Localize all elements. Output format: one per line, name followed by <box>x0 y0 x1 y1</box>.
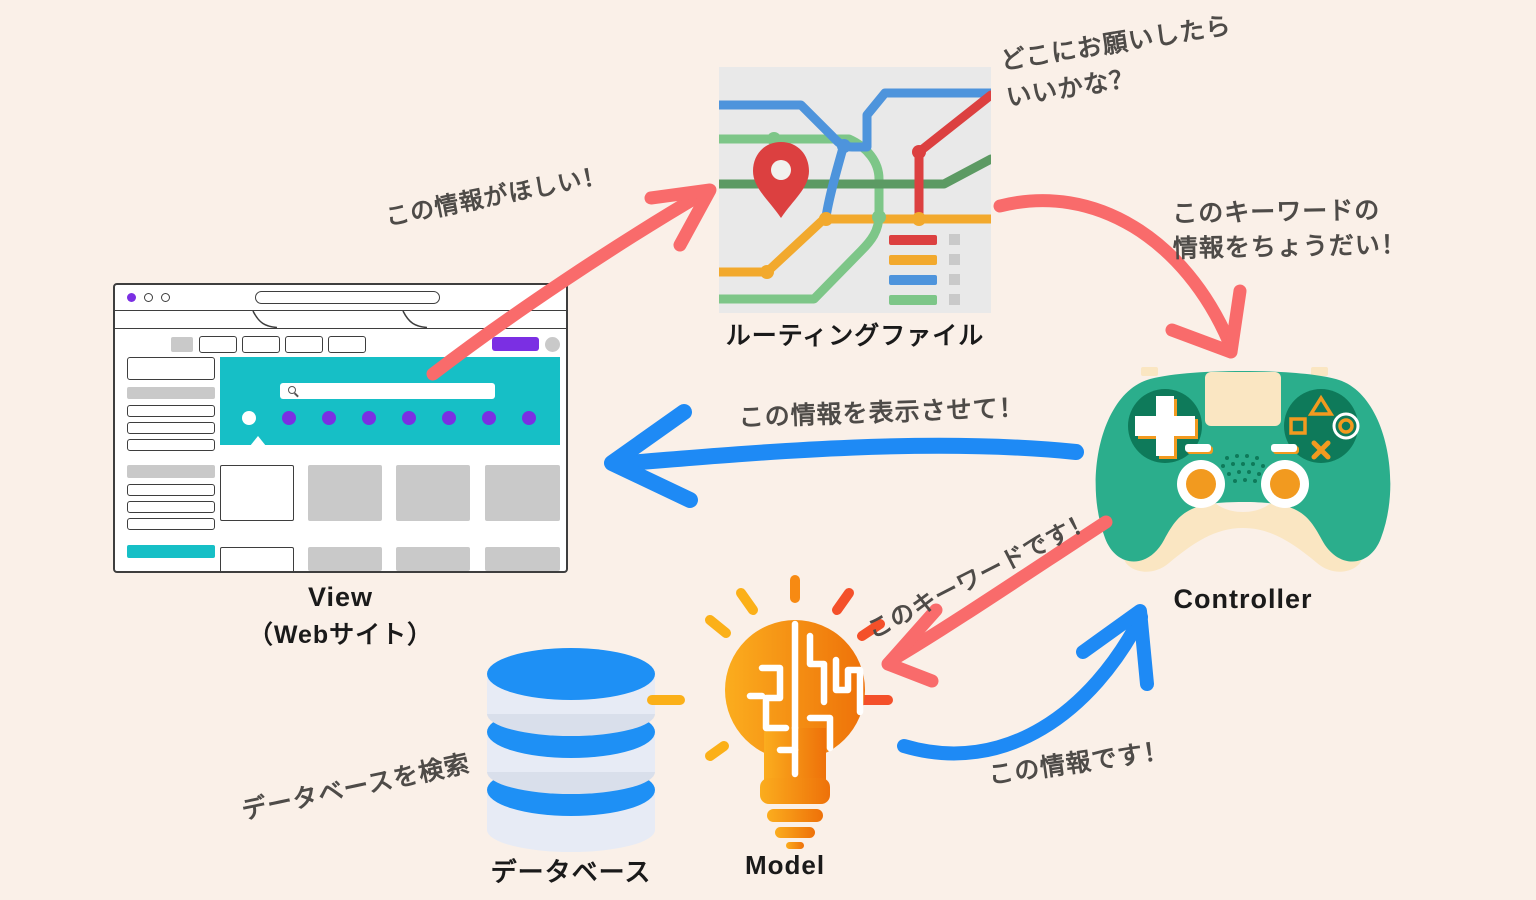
map-location-pin-icon <box>753 142 809 218</box>
nav-button <box>199 336 237 353</box>
sidebar-bar <box>127 387 215 399</box>
game-controller-illustration <box>1095 367 1391 572</box>
routing-map-illustration <box>719 67 991 313</box>
speech-search-database: データベースを検索 <box>239 749 473 826</box>
label-routing-file: ルーティングファイル <box>725 322 985 350</box>
cta-button <box>492 337 539 351</box>
sidebar-bar <box>127 484 215 496</box>
hero-notch <box>250 436 266 446</box>
hero-dot <box>242 411 256 425</box>
analog-stick-icon <box>1177 460 1225 508</box>
content-card <box>220 547 294 571</box>
bulb-rays <box>647 575 893 761</box>
search-icon <box>288 386 296 394</box>
nav-button <box>328 336 366 353</box>
speech-give-keyword-info: このキーワードの 情報をちょうだい！ <box>1172 196 1408 263</box>
label-model: Model <box>744 850 826 880</box>
browser-tabs-row <box>115 311 566 329</box>
hero-dot <box>322 411 336 425</box>
sidebar-box <box>127 357 215 380</box>
hero-dot <box>482 411 496 425</box>
label-view: View <box>307 582 374 612</box>
browser-titlebar <box>115 285 566 311</box>
nav-button <box>285 336 323 353</box>
speaker-dots <box>1221 454 1265 483</box>
content-thumb <box>396 465 470 521</box>
sidebar-bar <box>127 405 215 417</box>
content-thumb <box>308 465 382 521</box>
window-control-ring-icon <box>144 293 153 302</box>
hero-dot <box>402 411 416 425</box>
label-view-subtitle: （Webサイト） <box>247 621 434 649</box>
browser-wireframe-view <box>113 283 568 573</box>
database-illustration <box>487 648 655 852</box>
window-control-ring-icon <box>161 293 170 302</box>
label-controller: Controller <box>1173 584 1313 614</box>
dpad-icon <box>1128 389 1202 463</box>
hero-dot <box>442 411 456 425</box>
content-thumb <box>485 465 560 521</box>
hero-dot <box>282 411 296 425</box>
hero-banner <box>220 357 560 446</box>
lightbulb-brain-illustration <box>647 575 893 849</box>
toolbar-block <box>171 337 193 352</box>
hero-dot <box>362 411 376 425</box>
window-control-dot-icon <box>127 293 136 302</box>
content-thumb <box>485 547 560 571</box>
url-bar <box>255 291 440 304</box>
sidebar-bar <box>127 439 215 451</box>
content-thumb <box>396 547 470 571</box>
avatar <box>545 337 560 352</box>
map-legend <box>889 234 960 305</box>
brain-maze-lines <box>746 620 864 778</box>
sidebar-bar <box>127 501 215 513</box>
speech-want-info: この情報がほしい！ <box>383 161 610 232</box>
content-thumb <box>308 547 382 571</box>
analog-stick-icon <box>1261 460 1309 508</box>
sidebar-bar <box>127 422 215 434</box>
speech-where-to-ask: どこにお願いしたら いいかな？ <box>998 11 1234 113</box>
sidebar-bar <box>127 518 215 530</box>
sidebar-bar <box>127 465 215 478</box>
arrow-model-to-controller <box>897 604 1154 761</box>
speech-this-info: この情報です！ <box>986 736 1171 790</box>
sidebar-highlight-bar <box>127 545 215 558</box>
label-database: データベース <box>490 857 652 887</box>
action-buttons-icon <box>1284 389 1360 463</box>
hero-dot <box>522 411 536 425</box>
hero-search-bar <box>280 383 495 399</box>
content-card <box>220 465 294 521</box>
touchpad <box>1205 372 1281 426</box>
speech-display-info: この情報を表示させて！ <box>738 394 1026 432</box>
nav-button <box>242 336 280 353</box>
